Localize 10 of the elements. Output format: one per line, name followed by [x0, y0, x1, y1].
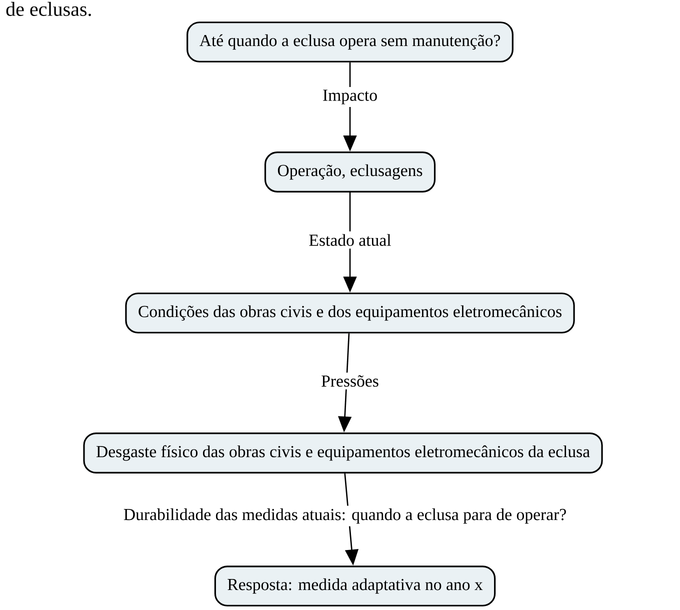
edge-label: Estado atual: [306, 231, 394, 249]
edge-label: Durabilidade das medidas atuais: quando a eclusa para de operar?: [120, 506, 570, 526]
process-box: Condições das obras civis e dos equipamentos eletromecânicos: [125, 292, 575, 334]
caption-text: de eclusas.: [6, 2, 91, 16]
edge-label: Impacto: [320, 87, 380, 107]
process-box: Desgaste físico das obras civis e equipamentos eletromecânicos da eclusa: [83, 432, 603, 474]
process-box: Resposta: medida adaptativa no ano x: [214, 566, 496, 606]
process-box: Até quando a eclusa opera sem manutenção?: [186, 22, 514, 62]
process-box: Operação, eclusagens: [264, 152, 436, 192]
edge-label: Pressões: [318, 372, 382, 390]
